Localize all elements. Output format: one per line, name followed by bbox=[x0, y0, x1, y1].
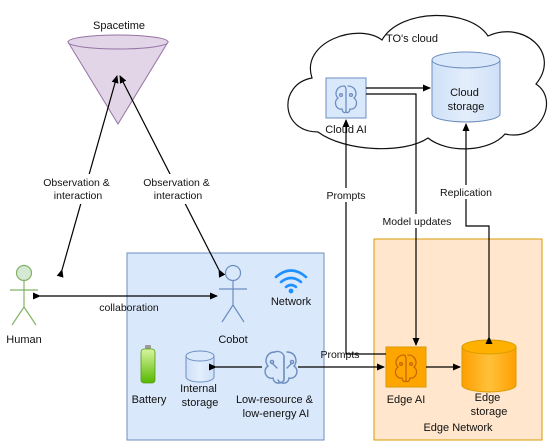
replication-label: Replication bbox=[440, 187, 492, 199]
internal-storage-label: Internal storage bbox=[180, 383, 220, 409]
low-resource-ai-label: Low-resource & low-energy AI bbox=[236, 394, 316, 420]
battery-label: Battery bbox=[132, 394, 167, 406]
network-label: Network bbox=[271, 296, 312, 308]
cloud-storage-icon bbox=[431, 51, 501, 123]
cobot-observation-arrow bbox=[119, 75, 226, 278]
prompts-vertical-label: Prompts bbox=[326, 190, 365, 202]
cloud-ai-brain-icon bbox=[334, 85, 358, 114]
model-updates-label: Model updates bbox=[383, 216, 452, 228]
cobot-actor bbox=[219, 264, 247, 323]
human-actor bbox=[10, 264, 38, 326]
cobot-label: Cobot bbox=[218, 334, 247, 346]
edge-title: Edge Network bbox=[423, 422, 493, 434]
collaboration-label: collaboration bbox=[99, 302, 159, 314]
internal-storage-icon bbox=[185, 350, 215, 383]
human-label: Human bbox=[6, 334, 41, 346]
prompts-horizontal-label: Prompts bbox=[320, 349, 359, 361]
edge-storage-label: Edge storage bbox=[471, 392, 508, 418]
model-updates-arrow bbox=[366, 93, 420, 346]
edge-storage-icon bbox=[461, 339, 517, 393]
wifi-icon bbox=[274, 269, 308, 289]
edge-container bbox=[373, 238, 543, 441]
replication-arrow-path bbox=[462, 123, 493, 344]
edge-ai-label: Edge AI bbox=[387, 394, 426, 406]
cloud-title: TO's cloud bbox=[386, 33, 438, 45]
cobot-observation-label: Observation & interaction bbox=[143, 177, 212, 202]
spacetime-cone bbox=[67, 34, 169, 125]
human-observation-arrow bbox=[56, 75, 119, 278]
human-observation-label: Observation & interaction bbox=[43, 177, 112, 202]
spacetime-label: Spacetime bbox=[93, 20, 145, 32]
edge-ai-brain-icon bbox=[394, 354, 418, 383]
battery-icon bbox=[140, 345, 156, 384]
cloud-storage-label: Cloud storage bbox=[448, 87, 485, 113]
low-resource-ai-brain-icon bbox=[264, 350, 298, 384]
